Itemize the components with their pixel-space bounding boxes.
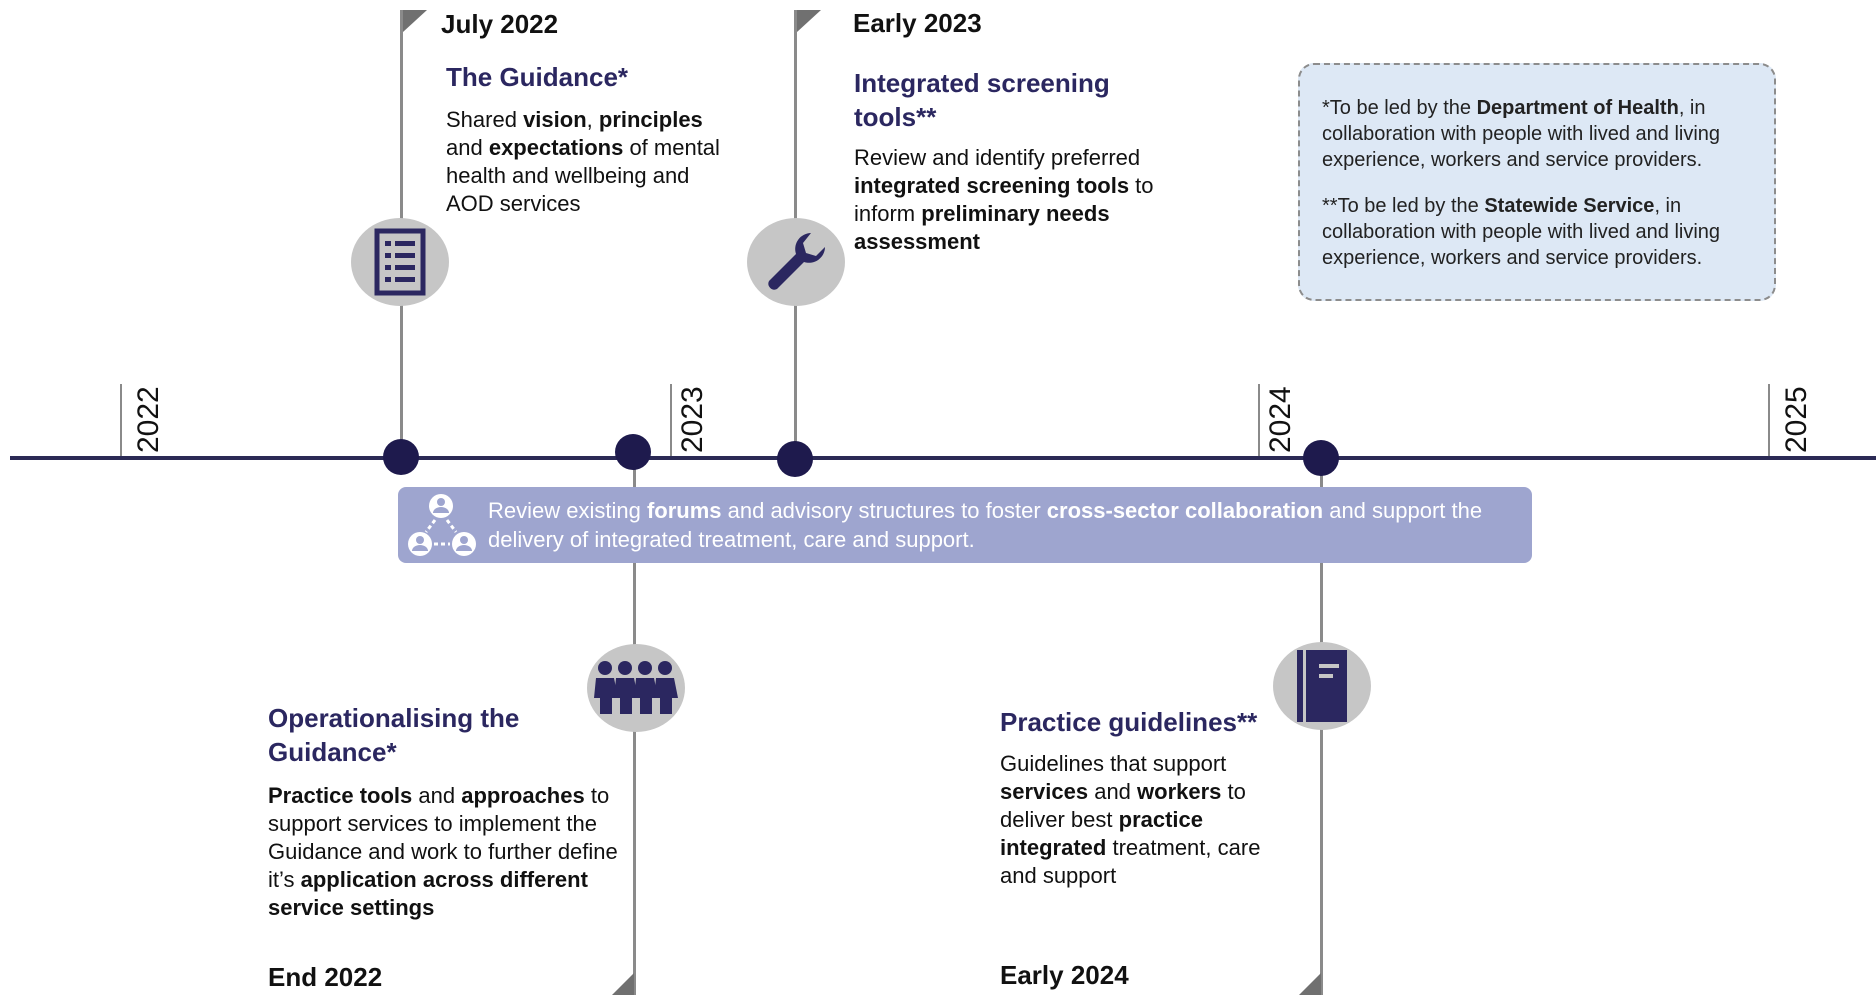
year-label-2025: 2025 (1780, 386, 1813, 453)
network-people-icon (408, 494, 476, 556)
screening-description: Review and identify preferred integrated… (854, 145, 1154, 254)
forums-band-text: Review existing forums and advisory stru… (488, 498, 1483, 552)
operationalising-flag (612, 973, 634, 995)
screening-title: Integrated screening tools** (854, 68, 1110, 132)
people-group-icon (594, 661, 678, 714)
screening-date: Early 2023 (853, 8, 982, 38)
year-label-2023: 2023 (676, 386, 709, 453)
leadership-notes-box: *To be led by the Department of Health, … (1298, 63, 1776, 301)
screening-marker (777, 441, 813, 477)
practice-flag (1299, 973, 1321, 995)
note-department-of-health: *To be led by the Department of Health, … (1322, 97, 1721, 171)
year-tick-2024 (1258, 384, 1260, 456)
year-label-2022: 2022 (132, 386, 165, 453)
screening-flag (797, 10, 821, 32)
notebook-icon (1297, 650, 1347, 722)
year-tick-2022 (120, 384, 122, 456)
operationalising-description: Practice tools and approaches to support… (268, 783, 618, 920)
operationalising-date: End 2022 (268, 962, 383, 992)
practice-marker (1303, 440, 1339, 476)
note-statewide-service: **To be led by the Statewide Service, in… (1322, 195, 1721, 269)
screening-icon-circle (747, 218, 845, 306)
guidance-flag (403, 10, 427, 32)
practice-title: Practice guidelines** (1000, 707, 1258, 737)
guidance-title: The Guidance* (446, 62, 629, 92)
timeline-axis (10, 456, 1876, 460)
operationalising-icon-circle (587, 644, 685, 732)
guidance-description: Shared vision, principles and expectatio… (446, 107, 720, 216)
guidance-date: July 2022 (441, 9, 559, 39)
operationalising-marker (615, 434, 651, 470)
practice-description: Guidelines that support services and wor… (1000, 751, 1261, 888)
practice-icon-circle (1273, 642, 1371, 730)
forums-band: Review existing forums and advisory stru… (398, 487, 1532, 563)
operationalising-title: Operationalising the Guidance* (268, 703, 520, 767)
guidance-icon-circle (351, 218, 449, 306)
year-label-2024: 2024 (1264, 386, 1297, 453)
practice-date: Early 2024 (1000, 960, 1129, 990)
checklist-icon (374, 228, 426, 296)
year-tick-2023 (670, 384, 672, 456)
guidance-marker (383, 439, 419, 475)
wrench-icon (768, 233, 825, 290)
year-tick-2025 (1768, 384, 1770, 456)
